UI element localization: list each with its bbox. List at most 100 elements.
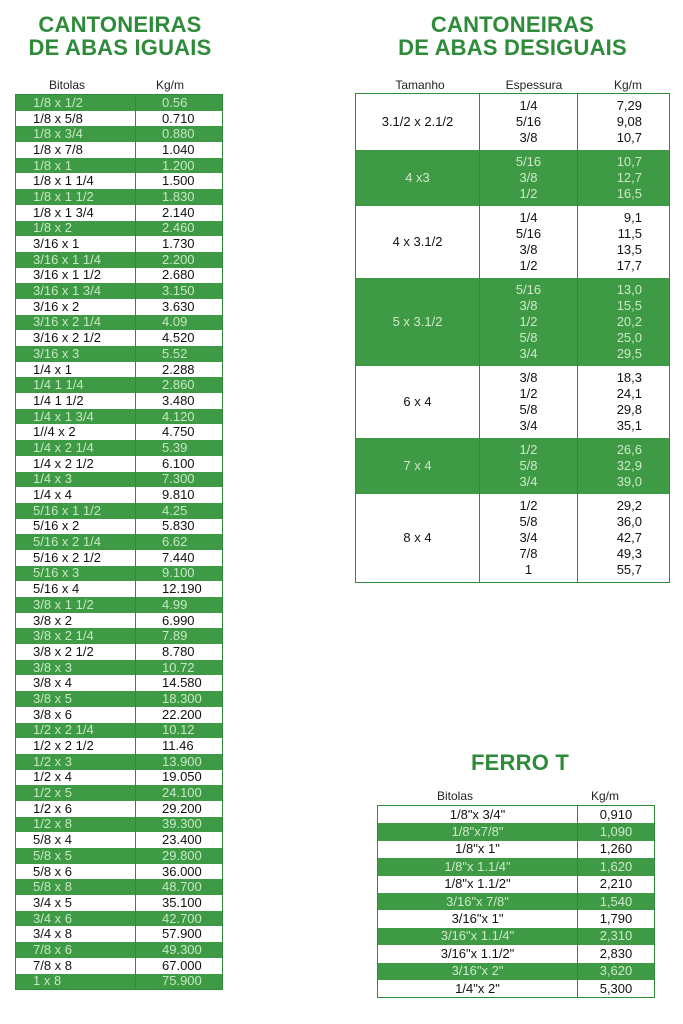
kgm-cell: 11.46 xyxy=(135,738,223,754)
header-kgm: Kg/m xyxy=(155,78,184,92)
kgm-cell: 75.900 xyxy=(135,973,223,990)
kgm-value: 25,0 xyxy=(616,330,642,345)
kgm-cell: 1.040 xyxy=(135,142,223,158)
bitola-cell: 1/8 x 5/8 xyxy=(15,110,136,127)
kgm-value: 20,2 xyxy=(616,314,642,329)
bitola-cell: 5/8 x 4 xyxy=(15,832,136,848)
bitola-cell: 3/4 x 5 xyxy=(15,895,136,911)
kgm-cell: 1,090 xyxy=(577,823,655,841)
espessura-value: 5/8 xyxy=(519,514,538,529)
bitola-cell: 5/16 x 2 1/4 xyxy=(15,534,136,550)
kgm-cell: 1.200 xyxy=(135,157,223,174)
tamanho-cell: 5 x 3.1/2 xyxy=(355,278,480,366)
bitola-cell: 3/8 x 2 xyxy=(15,612,136,629)
bitola-cell: 3/16 x 1 1/2 xyxy=(15,267,136,284)
kgm-cell: 3.150 xyxy=(135,283,223,299)
kgm-cell: 1,790 xyxy=(577,910,655,928)
bitola-cell: 3/4 x 8 xyxy=(15,926,136,943)
bitola-cell: 1/4 x 2 1/2 xyxy=(15,455,136,472)
kgm-value: 29,5 xyxy=(616,346,642,361)
table-row: 1/8"x 1"1,260 xyxy=(377,840,655,859)
header-kgm: Kg/m xyxy=(590,789,619,803)
bitola-cell: 3/16 x 3 xyxy=(15,346,136,362)
kgm-cell: 2.460 xyxy=(135,220,223,237)
kgm-cell: 5.52 xyxy=(135,346,223,362)
bitola-cell: 1/8"x 1" xyxy=(377,840,578,859)
bitola-cell: 1/8 x 1 1/2 xyxy=(15,189,136,205)
kgm-cell: 4.99 xyxy=(135,597,223,613)
kgm-value: 9,1 xyxy=(623,210,642,225)
title-abas-desiguais: CANTONEIRAS DE ABAS DESIGUAIS xyxy=(375,13,650,59)
bitola-cell: 3/8 x 4 xyxy=(15,675,136,692)
kgm-cell: 7.440 xyxy=(135,549,223,566)
header-espessura: Espessura xyxy=(505,78,563,92)
bitola-cell: 1/2 x 4 xyxy=(15,769,136,786)
tamanho-cell: 4 x 3.1/2 xyxy=(355,206,480,278)
kgm-cell: 23.400 xyxy=(135,832,223,848)
espessura-value: 1/2 xyxy=(519,386,538,401)
tamanho-cell: 3.1/2 x 2.1/2 xyxy=(355,93,480,150)
kgm-cell: 3.480 xyxy=(135,393,223,409)
espessura-value: 5/8 xyxy=(519,402,538,417)
bitola-cell: 1/8 x 1 1/4 xyxy=(15,173,136,190)
bitola-cell: 1/4 x 2 1/4 xyxy=(15,440,136,456)
kgm-cell: 3.630 xyxy=(135,298,223,315)
kgm-cell: 5,300 xyxy=(577,979,655,998)
kgm-cell: 42.700 xyxy=(135,910,223,927)
header-bitolas: Bitolas xyxy=(48,78,86,92)
espessura-value: 3/4 xyxy=(519,418,538,433)
table-row: 3/16"x 7/8"1,540 xyxy=(377,892,655,911)
kgm-cell: 4.750 xyxy=(135,424,223,441)
espessura-value: 7/8 xyxy=(519,546,538,561)
espessura-value: 5/8 xyxy=(519,458,538,473)
kgm-cell: 35.100 xyxy=(135,895,223,911)
bitola-cell: 1/8"x 1.1/4" xyxy=(377,858,578,876)
header-kgm: Kg/m xyxy=(613,78,642,92)
kgm-cell: 2.140 xyxy=(135,204,223,221)
kgm-value: 13,5 xyxy=(616,242,642,257)
espessura-value: 1/2 xyxy=(519,186,538,201)
tamanho-cell: 8 x 4 xyxy=(355,494,480,583)
kgm-cell: 1.500 xyxy=(135,173,223,190)
espessura-value: 5/16 xyxy=(515,226,542,241)
bitola-cell: 3/16 x 1 1/4 xyxy=(15,251,136,268)
espessura-value: 1/2 xyxy=(519,498,538,513)
kgm-value: 35,1 xyxy=(616,418,642,433)
kgm-cell: 57.900 xyxy=(135,926,223,943)
kgm-cell: 14.580 xyxy=(135,675,223,692)
bitola-cell: 5/16 x 1 1/2 xyxy=(15,502,136,519)
kgm-cell: 48.700 xyxy=(135,879,223,896)
espessura-value: 3/4 xyxy=(519,530,538,545)
